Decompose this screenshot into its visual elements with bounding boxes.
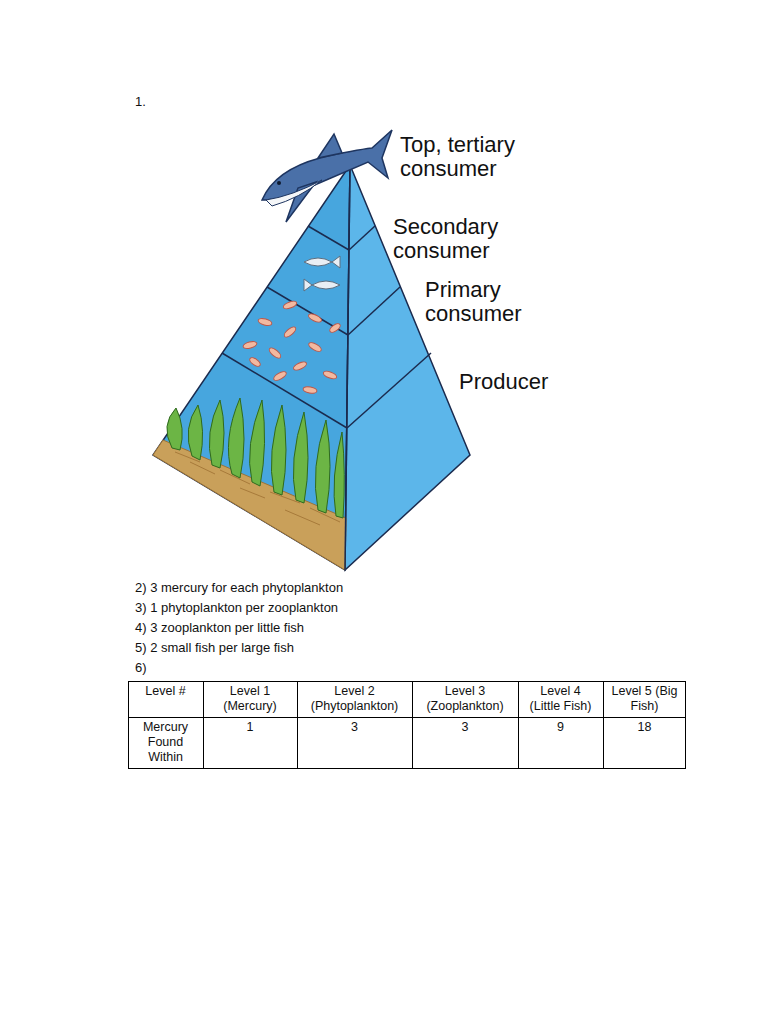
table-cell: 18 [605, 720, 684, 735]
tier-line [267, 287, 348, 335]
table-rule [603, 681, 604, 769]
seaweed-blade [188, 405, 202, 460]
table-rule [128, 717, 686, 718]
table-border [129, 682, 686, 769]
tier-label: Top, tertiary consumer [400, 133, 550, 181]
shark-fin [318, 134, 342, 158]
table-rule [412, 681, 413, 769]
tier-line [347, 353, 431, 428]
shrimp [328, 322, 341, 334]
shark-eye [277, 181, 281, 185]
table-grid [128, 681, 686, 769]
shrimp [322, 370, 337, 380]
seaweed-blade [293, 412, 308, 503]
tier-label: Primary consumer [425, 278, 575, 326]
seaweed-blade [250, 400, 265, 486]
question-text: 3) 1 phytoplankton per zooplankton [135, 600, 655, 616]
table-header-cell: Level 3 (Zooplankton) [414, 684, 516, 714]
question-number: 1. [135, 94, 195, 110]
tier-line [349, 226, 375, 250]
shrimp [272, 370, 287, 382]
table-header-cell: Level 1 (Mercury) [205, 684, 295, 714]
shrimp [257, 317, 272, 326]
shark-body [262, 130, 392, 200]
table-cell: 3 [299, 720, 410, 735]
table-cell: Mercury Found Within [130, 720, 201, 765]
table-rule [203, 681, 204, 769]
question-number: 6) [135, 660, 195, 676]
pyramid-left-face [153, 165, 350, 570]
table-cell: 9 [525, 720, 597, 735]
seaweed-blade [334, 432, 344, 518]
fish [304, 279, 340, 291]
shrimp [242, 340, 257, 349]
table-rule [518, 681, 519, 769]
table-cell: 1 [205, 720, 295, 735]
tier-label: Secondary consumer [393, 215, 543, 263]
seaweed [167, 398, 344, 518]
shark [262, 130, 392, 222]
shrimp [283, 325, 298, 339]
zooplankton [242, 300, 341, 394]
shrimp [248, 356, 261, 368]
tier-label: Producer [459, 370, 609, 394]
table-header-cell: Level # [130, 684, 201, 699]
shrimp [282, 300, 297, 310]
question-text: 5) 2 small fish per large fish [135, 640, 655, 656]
table-header-cell: Level 5 (Big Fish) [605, 684, 684, 714]
fish [304, 256, 340, 268]
seaweed-blade [315, 420, 330, 513]
seaweed-blade [271, 405, 286, 495]
tier-line [308, 226, 349, 250]
shrimp [307, 341, 322, 353]
shark-belly [266, 180, 322, 206]
tier-line [348, 287, 400, 335]
seaweed-blade [167, 408, 182, 450]
seaweed-blade [209, 400, 224, 468]
seaweed-blade [228, 398, 244, 478]
table-header-cell: Level 2 (Phytoplankton) [299, 684, 410, 714]
question-text: 4) 3 zooplankton per little fish [135, 620, 655, 636]
table-rule [297, 681, 298, 769]
table-cell: 3 [414, 720, 516, 735]
shrimp [292, 360, 307, 371]
pyramid-edge [345, 165, 350, 570]
shrimp [307, 312, 322, 323]
shrimp [303, 386, 318, 394]
small-fish [304, 256, 340, 291]
shrimp [268, 346, 283, 360]
table-header-cell: Level 4 (Little Fish) [525, 684, 597, 714]
question-text: 2) 3 mercury for each phytoplankton [135, 580, 655, 596]
